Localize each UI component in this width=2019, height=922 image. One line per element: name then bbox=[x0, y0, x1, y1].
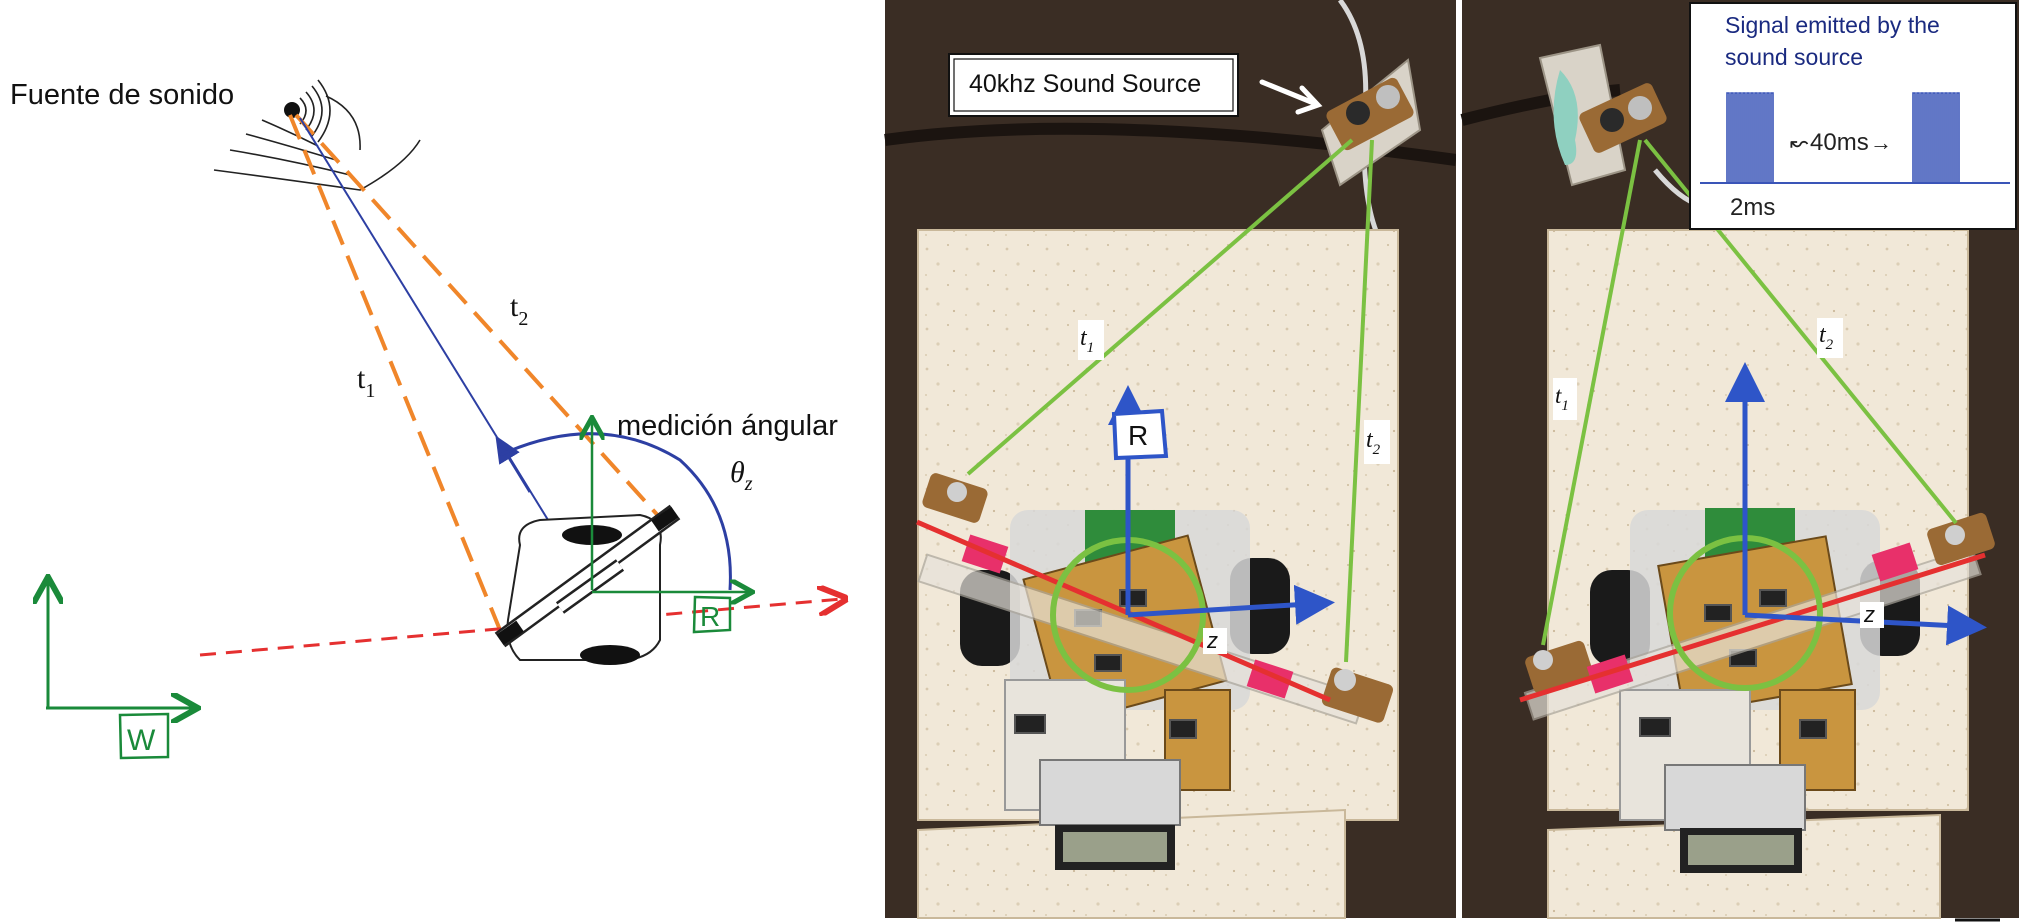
robot-frame-label: R bbox=[700, 601, 720, 632]
photo-left-t1: t1 bbox=[1080, 325, 1094, 356]
frame-r-box-left bbox=[1111, 408, 1169, 461]
photo-right-t1: t1 bbox=[1555, 383, 1569, 414]
direction-arrow bbox=[495, 435, 532, 493]
source-callout: 40khz Sound Source bbox=[948, 53, 1239, 117]
angle-arc bbox=[499, 432, 732, 591]
photo-right-z: z bbox=[1863, 602, 1875, 627]
axis-z-left bbox=[1127, 584, 1335, 625]
world-frame-label: W bbox=[127, 724, 156, 757]
heading-line-right bbox=[1519, 552, 1986, 703]
burst1-pulses bbox=[1726, 92, 1775, 184]
sound-source-device bbox=[1320, 58, 1422, 187]
callout-arrow bbox=[1259, 79, 1323, 115]
sound-source-dot bbox=[284, 102, 300, 118]
wheel-bottom bbox=[580, 645, 640, 665]
schematic-t1-label: t1 bbox=[357, 362, 375, 402]
signal-burst-2 bbox=[1912, 92, 1961, 184]
signal-period-arrow-right: → bbox=[1870, 130, 1892, 155]
schematic-panel: Fuente de sonido t1 t2 medición ángu bbox=[10, 79, 842, 760]
ray-t1-left bbox=[966, 138, 1354, 476]
photo-right-t2: t2 bbox=[1819, 322, 1834, 353]
ray-t2-left bbox=[1344, 139, 1374, 663]
signal-burst-1 bbox=[1726, 92, 1775, 184]
label-bg-t2-left bbox=[1364, 420, 1390, 464]
label-bg-z-left bbox=[1203, 628, 1227, 654]
signal-period-label: 40ms bbox=[1810, 129, 1869, 156]
schematic-t2-label: t2 bbox=[510, 290, 528, 330]
world-frame-box bbox=[118, 712, 170, 760]
photo-left-t2: t2 bbox=[1366, 427, 1381, 458]
label-bg-z-right bbox=[1860, 602, 1884, 628]
signal-burst-label: 2ms bbox=[1730, 194, 1775, 221]
measurement-label: medición ángular bbox=[617, 410, 838, 442]
photo-left-z: z bbox=[1206, 628, 1218, 653]
source-label: Fuente de sonido bbox=[10, 79, 234, 111]
signal-title-line2: sound source bbox=[1725, 44, 1863, 70]
ray-t1-right bbox=[1541, 139, 1642, 646]
signal-period-arrow-left: ↜ bbox=[1790, 130, 1809, 155]
direction-line bbox=[299, 117, 591, 589]
robot-sketch bbox=[494, 504, 681, 665]
signal-inset: Signal emitted by the sound source ↜ 40m… bbox=[1689, 2, 2017, 230]
ray-t2-dashed bbox=[294, 113, 664, 522]
source-callout-text: 40khz Sound Source bbox=[969, 70, 1201, 98]
burst2-pulses bbox=[1912, 92, 1961, 184]
robot-frame-box bbox=[692, 595, 732, 634]
photo-divider bbox=[1456, 0, 1462, 922]
heading-line-left bbox=[916, 519, 1331, 703]
theta-label: θz bbox=[730, 456, 753, 495]
label-bg-t1-left bbox=[1078, 320, 1104, 360]
sound-source-device-right bbox=[1538, 43, 1667, 187]
photo-panel-right: t1 t2 z Signal emitted by the sound sour… bbox=[1460, 0, 2019, 922]
photo-panel-left: 40khz Sound Source t1 t2 R z bbox=[884, 0, 1457, 919]
ray-t1-dashed bbox=[288, 114, 502, 631]
label-bg-t1-right bbox=[1553, 378, 1577, 420]
signal-title-line1: Signal emitted by the bbox=[1725, 12, 1940, 38]
label-bg-t2-right bbox=[1817, 318, 1843, 358]
sound-wave-arcs bbox=[213, 79, 421, 191]
photo-left-r: R bbox=[1128, 420, 1148, 451]
